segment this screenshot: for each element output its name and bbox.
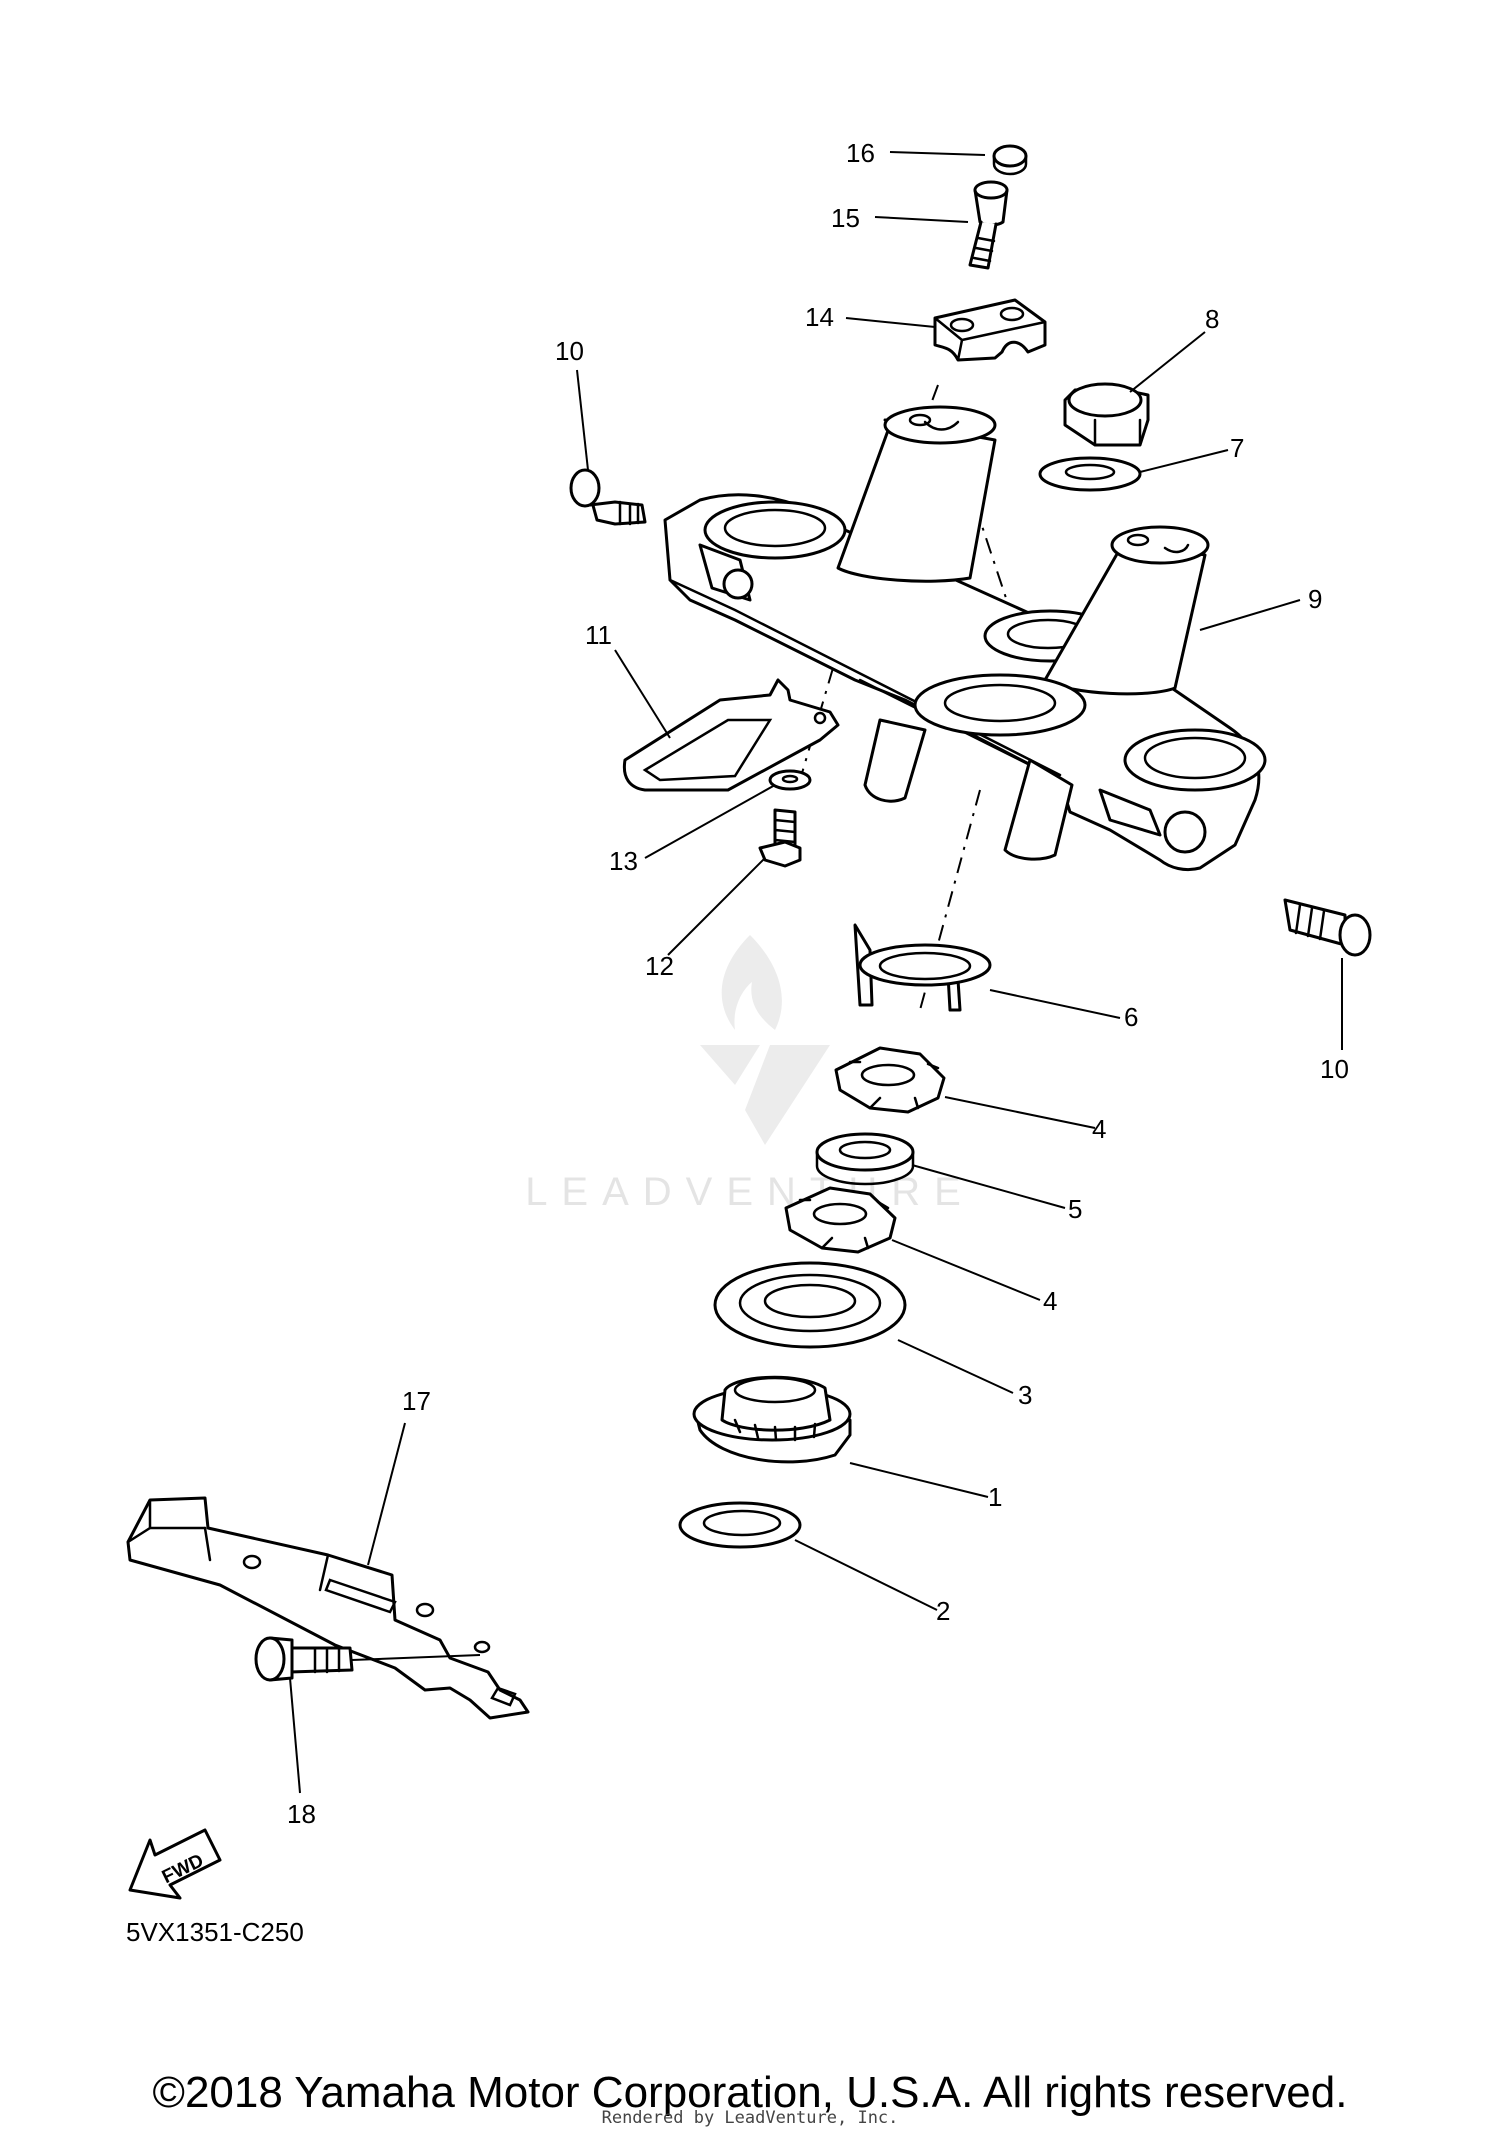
part-7-washer [1038,456,1142,492]
part-15-bolt [968,180,1009,270]
callout-7: 7 [1230,433,1244,463]
part-14-handlebar-holder-upper [933,298,1047,362]
callout-10-left: 10 [555,336,584,366]
callout-10-right: 10 [1320,1054,1349,1084]
callout-13: 13 [609,846,638,876]
part-11-bracket [622,678,840,792]
handlebar-riser-right [1043,525,1210,696]
part-18-bolt [254,1636,354,1682]
callout-17: 17 [402,1386,431,1416]
callout-4-upper: 4 [1092,1114,1106,1144]
leadventure-watermark: LEADVENTURE [525,935,975,1214]
callout-9: 9 [1308,584,1322,614]
callout-4-lower: 4 [1043,1286,1057,1316]
callout-8: 8 [1205,304,1219,334]
handlebar-riser-left [836,405,997,583]
callout-18: 18 [287,1799,316,1829]
part-10-pinch-bolt-right [1283,898,1372,957]
part-12-bolt [758,808,802,868]
steering-stem [863,673,1087,861]
part-13-washer [768,769,812,791]
part-8-crown-nut [1063,382,1150,447]
part-3-dust-seal [713,1261,907,1349]
callout-5: 5 [1068,1194,1082,1224]
callout-11: 11 [585,620,612,650]
callout-6: 6 [1124,1002,1138,1032]
callout-2: 2 [936,1596,950,1626]
watermark-text: LEADVENTURE [525,1170,975,1214]
part-5-washer [815,1132,915,1186]
part-10-pinch-bolt-left [569,468,647,526]
part-2-seal [678,1501,802,1549]
callout-12: 12 [645,951,674,981]
callout-labels: 16 15 14 8 10 7 9 11 13 12 6 10 4 5 4 3 … [287,138,1349,1829]
callout-1: 1 [988,1482,1002,1512]
callout-15: 15 [831,203,860,233]
part-1-bearing [692,1375,852,1464]
callout-3: 3 [1018,1380,1032,1410]
leader-lines [289,151,1343,1794]
diagram-code: 5VX1351-C250 [126,1917,304,1947]
callout-16: 16 [846,138,875,168]
callout-14: 14 [805,302,834,332]
fwd-arrow-icon: FWD [128,1828,222,1900]
handlebar-bolt-axis [924,384,939,421]
part-17-stay [126,1496,530,1720]
part-4-ring-nut-lower [784,1186,897,1254]
part-6-lock-washer [853,923,992,1012]
part-4-ring-nut-upper [834,1046,946,1114]
part-16-cap [992,144,1028,176]
rendered-by-notice: Rendered by LeadVenture, Inc. [601,2108,899,2128]
copyright-notice: ©2018 Yamaha Motor Corporation, U.S.A. A… [152,2068,1348,2117]
